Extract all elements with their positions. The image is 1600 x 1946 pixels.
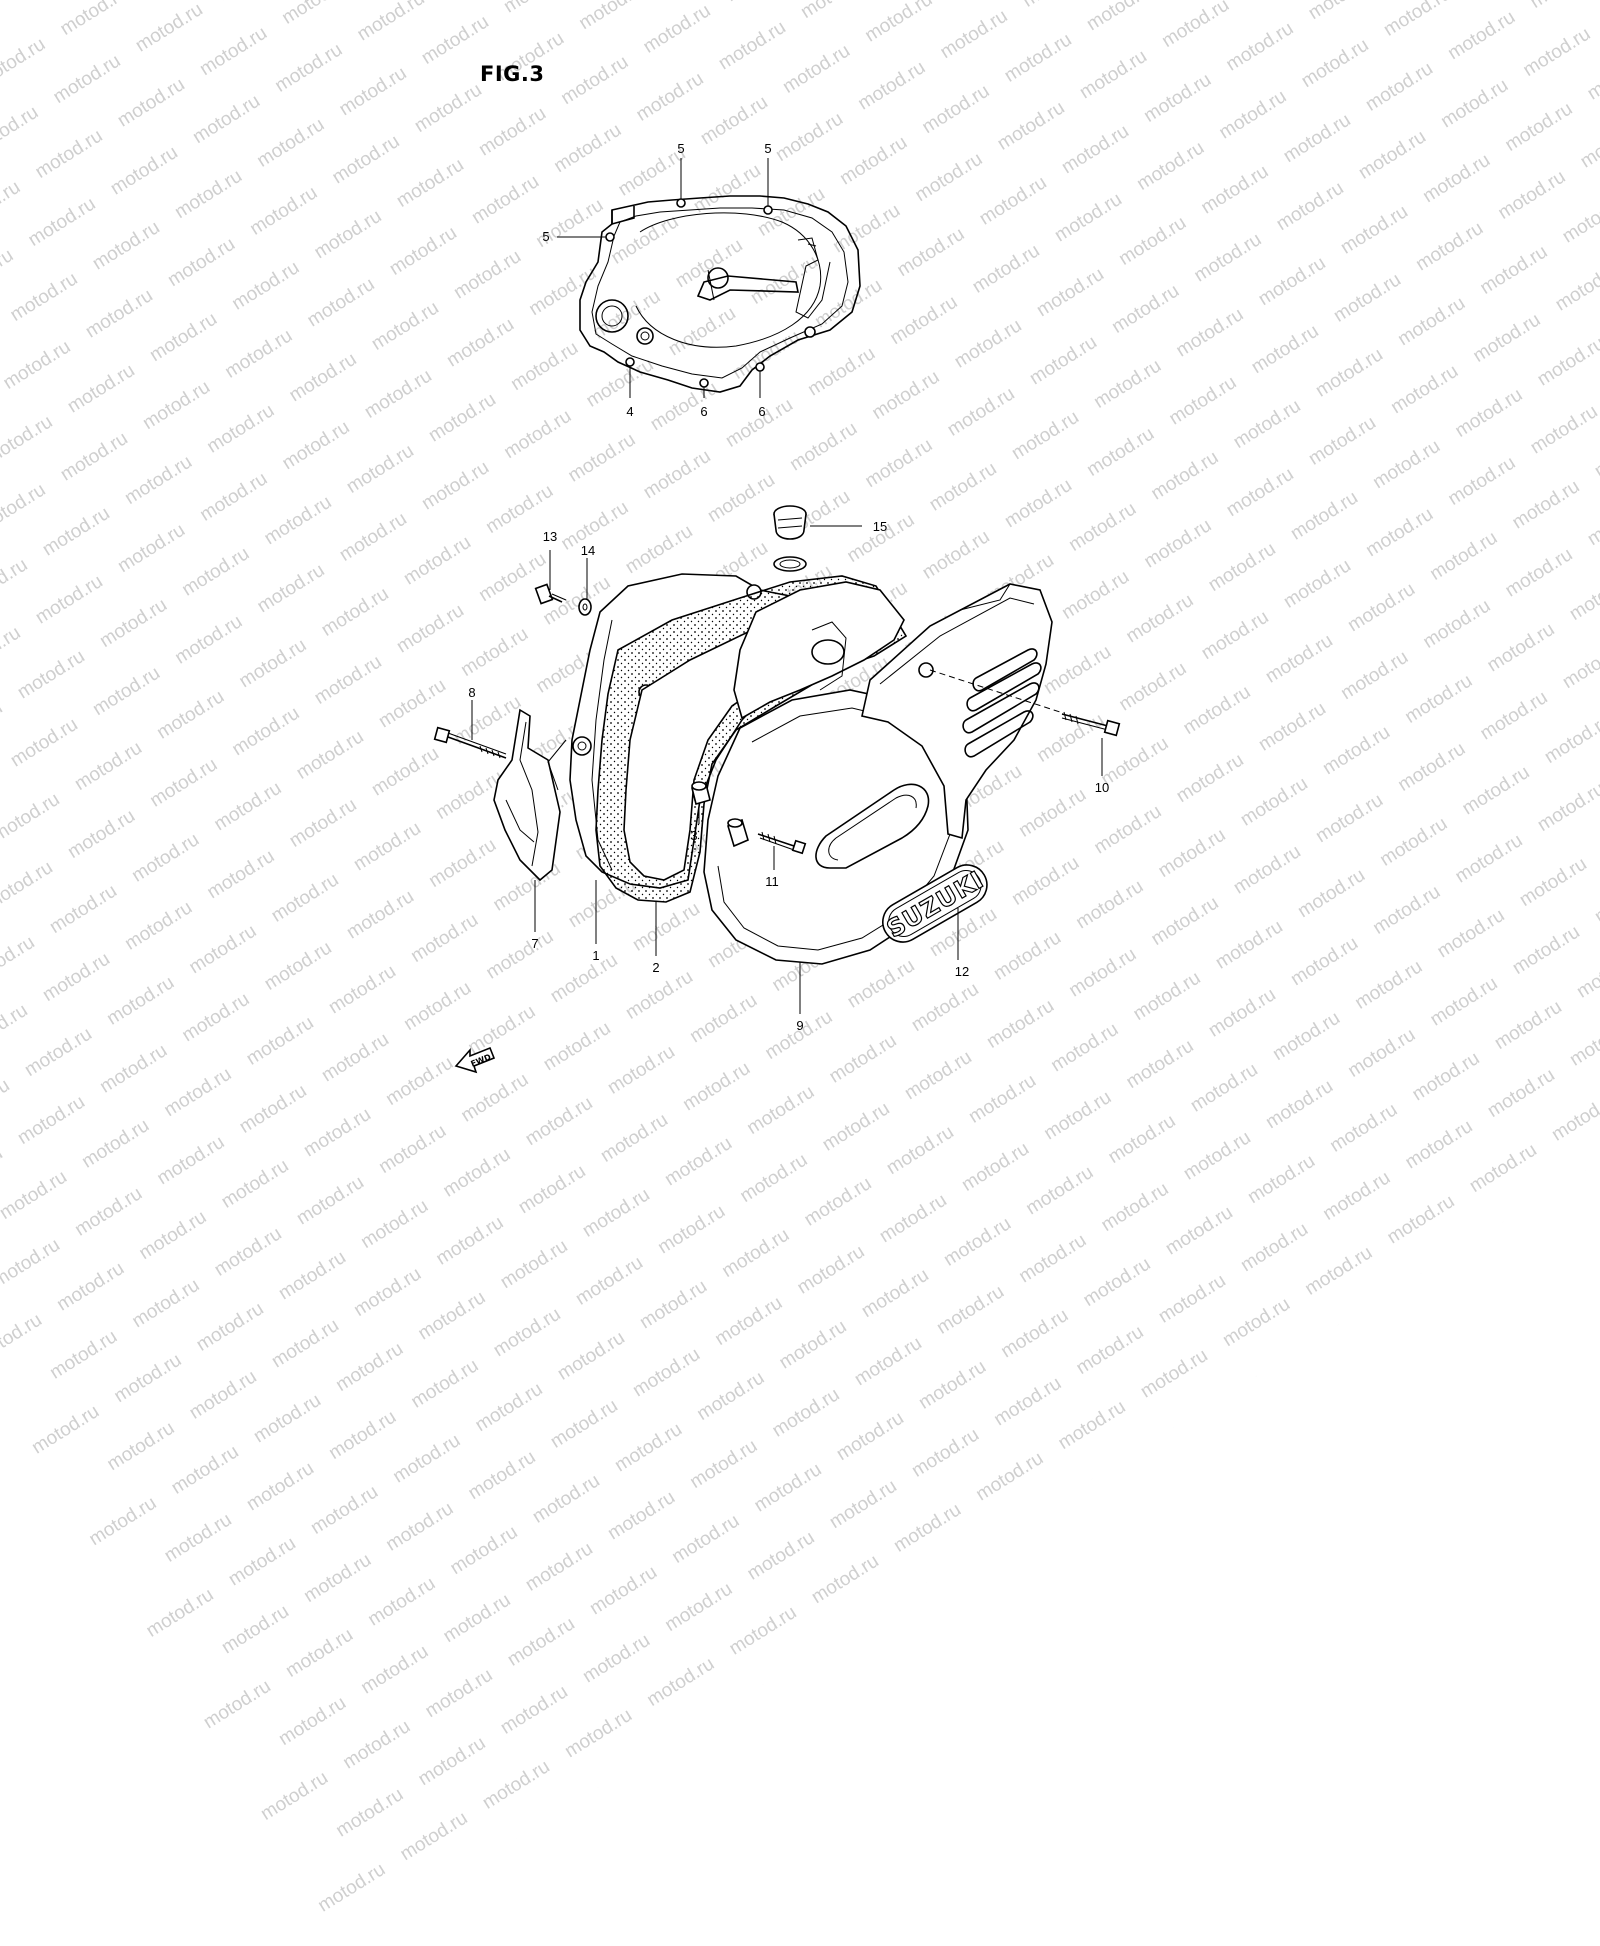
parts-diagram: SUZUKI	[433, 141, 1121, 1074]
inner-cover-view	[579, 195, 861, 393]
part-11-bolt	[757, 831, 807, 855]
callout-5c: 5	[542, 229, 549, 244]
callout-3: 3	[690, 828, 697, 843]
callout-15: 15	[873, 519, 887, 534]
part-7-guard	[493, 708, 561, 882]
callout-6b: 6	[758, 404, 765, 419]
part-10-bolt	[929, 669, 1121, 737]
callout-14: 14	[581, 543, 595, 558]
callout-5a: 5	[677, 141, 684, 156]
callout-labels: 5 5 5 4 6 6 15 13 14 8 10 3 11 7 1 2 12 …	[468, 141, 1109, 1033]
part-13-14-bolt-washer	[534, 583, 592, 616]
figure-title: FIG.3	[480, 62, 545, 86]
callout-7: 7	[531, 936, 538, 951]
part-3-dowel	[691, 781, 749, 848]
chain-cover	[861, 583, 1053, 840]
callout-4: 4	[626, 404, 633, 419]
callout-11: 11	[765, 874, 779, 889]
callout-8: 8	[468, 685, 475, 700]
callout-1: 1	[592, 948, 599, 963]
part-15-filler-cap	[773, 505, 807, 572]
fwd-arrow-icon: FWD	[454, 1046, 496, 1074]
callout-2: 2	[652, 960, 659, 975]
callout-9: 9	[796, 1018, 803, 1033]
callout-12: 12	[955, 964, 969, 979]
bottom-leader-lines	[471, 525, 1103, 1014]
callout-10: 10	[1095, 780, 1109, 795]
callout-6a: 6	[700, 404, 707, 419]
callout-5b: 5	[764, 141, 771, 156]
top-leader-lines	[557, 158, 769, 398]
callout-13: 13	[543, 529, 557, 544]
part-8-bolt	[433, 726, 507, 759]
